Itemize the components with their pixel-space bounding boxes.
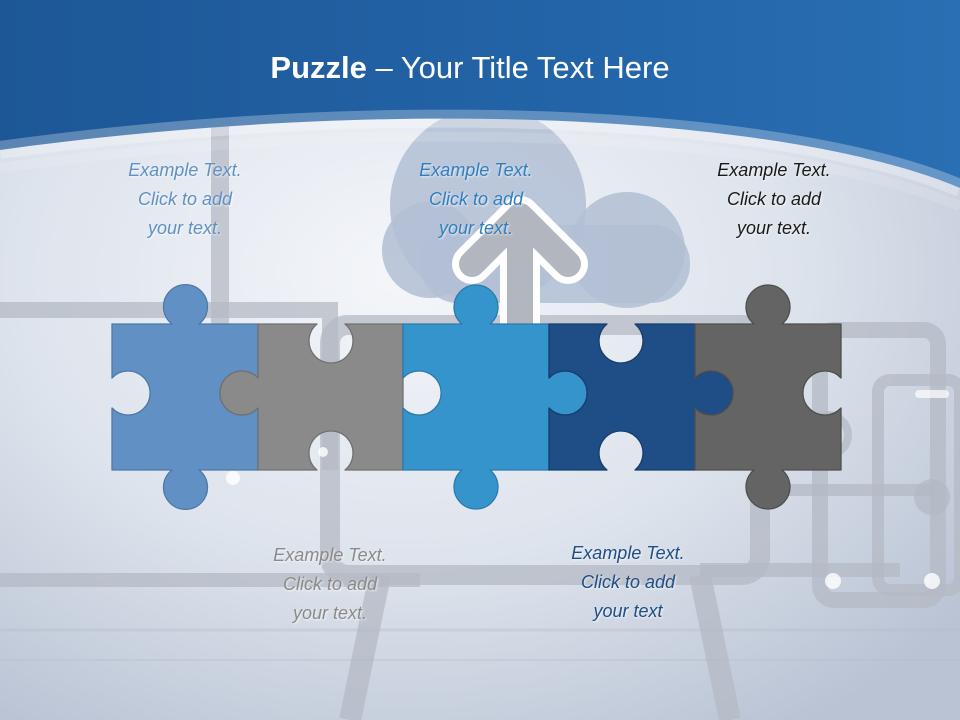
title-bold: Puzzle: [270, 50, 367, 85]
callout-5[interactable]: Example Text. Click to add your text: [538, 539, 718, 626]
callout-2[interactable]: Example Text. Click to add your text.: [386, 156, 566, 243]
callout-3[interactable]: Example Text. Click to add your text.: [684, 156, 864, 243]
callout-4-line-1: Example Text.: [273, 545, 387, 565]
slide-title[interactable]: Puzzle – Your Title Text Here: [0, 50, 940, 86]
callout-1-line-3: your text.: [147, 218, 223, 238]
cloud-upload-icon: [382, 107, 690, 350]
callout-1-line-2: Click to add: [137, 189, 233, 209]
callout-2-line-2: Click to add: [428, 189, 524, 209]
header-band: [0, 0, 960, 188]
puzzle-piece-2[interactable]: [219, 323, 404, 471]
callout-2-line-1: Example Text.: [419, 160, 533, 180]
callout-4-line-3: your text.: [292, 603, 368, 623]
tech-background-illustration: [0, 120, 960, 720]
callout-4[interactable]: Example Text. Click to add your text.: [240, 541, 420, 628]
callout-1[interactable]: Example Text. Click to add your text.: [95, 156, 275, 243]
callout-5-line-1: Example Text.: [571, 543, 685, 563]
puzzle-piece-5[interactable]: [694, 284, 842, 510]
callout-4-line-2: Click to add: [282, 574, 378, 594]
callout-2-line-3: your text.: [438, 218, 514, 238]
puzzle-chain: [111, 283, 842, 511]
callout-1-line-1: Example Text.: [128, 160, 242, 180]
callout-3-line-3: your text.: [736, 218, 812, 238]
callout-5-line-3: your text: [593, 601, 663, 621]
callout-3-line-1: Example Text.: [717, 160, 831, 180]
title-rest: – Your Title Text Here: [366, 50, 670, 85]
callout-3-line-2: Click to add: [726, 189, 822, 209]
callout-5-line-2: Click to add: [580, 572, 676, 592]
